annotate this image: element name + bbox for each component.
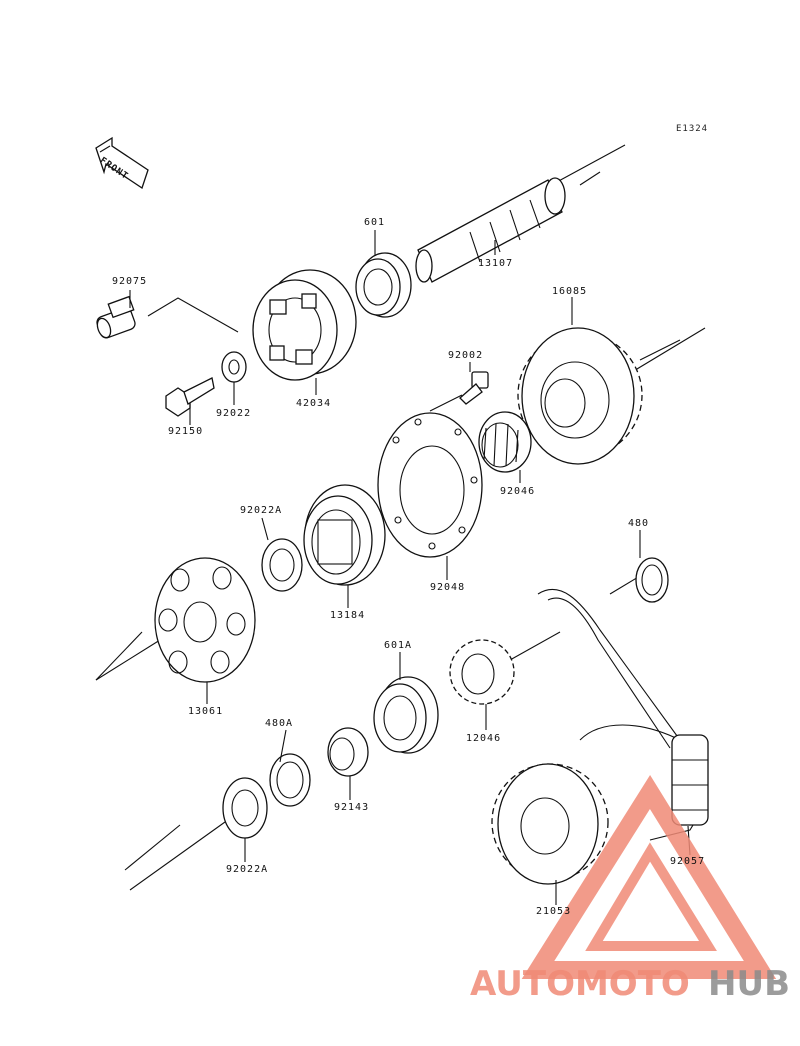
part-label-42034[interactable]: 42034: [296, 398, 332, 409]
part-label-92143[interactable]: 92143: [334, 802, 370, 813]
part-label-92002[interactable]: 92002: [448, 350, 484, 361]
part-label-92150[interactable]: 92150: [168, 426, 204, 437]
part-label-92075[interactable]: 92075: [112, 276, 148, 287]
part-92022a-washer-lower: [222, 777, 268, 839]
part-92075-collar: [96, 295, 239, 339]
watermark-text-hub: HUB: [708, 964, 790, 1004]
leader-lines: [129, 230, 691, 905]
front-arrow-icon: [95, 136, 149, 190]
part-42034-hub: [252, 269, 357, 381]
part-label-13107[interactable]: 13107: [478, 258, 514, 269]
part-13107-shaft: [415, 177, 566, 283]
part-92150-bolt: [165, 377, 215, 417]
part-label-12046[interactable]: 12046: [466, 733, 502, 744]
part-601-bearing: [355, 252, 412, 318]
part-label-92048[interactable]: 92048: [430, 582, 466, 593]
part-label-92022a-lower[interactable]: 92022A: [226, 864, 269, 875]
part-92002-screw: [459, 371, 489, 405]
part-21053-sprocket: [491, 763, 609, 885]
part-label-601a[interactable]: 601A: [384, 640, 413, 651]
part-92057-chain: [537, 588, 709, 841]
part-label-13184[interactable]: 13184: [330, 610, 366, 621]
part-label-92057[interactable]: 92057: [670, 856, 706, 867]
axis-lines: [95, 144, 706, 891]
part-label-92022a-upper[interactable]: 92022A: [240, 505, 283, 516]
watermark-text-automoto: AUTOMOTO: [470, 964, 690, 1004]
part-13184-clutch: [303, 484, 386, 586]
part-label-16085[interactable]: 16085: [552, 286, 588, 297]
watermark-triangle-icon: [521, 774, 777, 979]
part-601a-bearing: [373, 676, 439, 754]
part-480-circlip: [635, 557, 669, 603]
part-label-480a[interactable]: 480A: [265, 718, 294, 729]
part-label-92022[interactable]: 92022: [216, 408, 252, 419]
part-92143-collar: [327, 727, 369, 777]
part-92046-needle-bearing: [478, 411, 532, 473]
part-label-480[interactable]: 480: [628, 518, 650, 529]
part-480a-circlip: [269, 753, 311, 807]
diagram-ref: E1324: [676, 124, 709, 134]
part-92048-plate: [377, 412, 483, 558]
part-label-601[interactable]: 601: [364, 217, 386, 228]
part-92022a-washer-upper: [261, 538, 303, 592]
part-12046-sprocket: [449, 639, 515, 705]
part-92022-washer: [221, 351, 247, 383]
part-label-92046[interactable]: 92046: [500, 486, 536, 497]
part-label-13061[interactable]: 13061: [188, 706, 224, 717]
watermark-logo: AUTOMOTO HUB: [470, 966, 795, 1006]
part-13061-flange: [154, 557, 256, 683]
part-label-21053[interactable]: 21053: [536, 906, 572, 917]
part-16085-gear: [517, 327, 643, 465]
